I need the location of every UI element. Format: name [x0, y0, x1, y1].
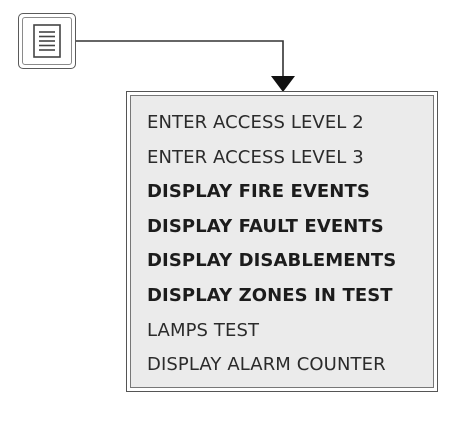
menu-item-display-alarm-counter[interactable]: DISPLAY ALARM COUNTER [147, 354, 386, 376]
menu-item-display-fire-events[interactable]: DISPLAY FIRE EVENTS [147, 181, 370, 203]
menu-panel-inner: ENTER ACCESS LEVEL 2 ENTER ACCESS LEVEL … [130, 95, 434, 388]
menu-list: ENTER ACCESS LEVEL 2 ENTER ACCESS LEVEL … [147, 110, 396, 387]
document-icon [33, 24, 61, 58]
menu-item-lamps-test[interactable]: LAMPS TEST [147, 319, 260, 341]
menu-panel: ENTER ACCESS LEVEL 2 ENTER ACCESS LEVEL … [126, 91, 438, 392]
menu-item-enter-access-level-3[interactable]: ENTER ACCESS LEVEL 3 [147, 146, 364, 168]
document-menu-button[interactable] [18, 13, 76, 69]
arrow-head-icon [271, 76, 295, 92]
connector-line [76, 40, 284, 76]
menu-item-display-disablements[interactable]: DISPLAY DISABLEMENTS [147, 250, 397, 272]
document-button-inner-frame [22, 17, 72, 65]
menu-item-display-fault-events[interactable]: DISPLAY FAULT EVENTS [147, 215, 384, 237]
menu-item-display-zones-in-test[interactable]: DISPLAY ZONES IN TEST [147, 284, 393, 306]
menu-item-enter-access-level-2[interactable]: ENTER ACCESS LEVEL 2 [147, 112, 364, 133]
